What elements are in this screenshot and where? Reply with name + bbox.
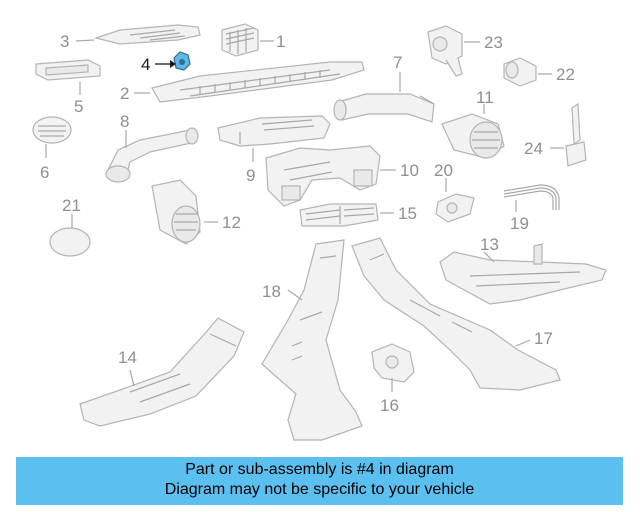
callout-11: 11 — [476, 88, 494, 107]
callout-4: 4 — [141, 55, 150, 74]
callout-23: 23 — [484, 33, 503, 52]
callout-20: 20 — [434, 161, 453, 180]
part-24-temp-sensor: 24 — [524, 102, 587, 167]
part-1-grille: 1 — [221, 23, 285, 57]
part-16-bracket: 16 — [371, 343, 415, 415]
callout-8: 8 — [120, 112, 129, 131]
part-8-curved-duct: 8 — [105, 112, 199, 183]
part-19-hose: 19 — [503, 184, 560, 233]
callout-15: 15 — [398, 204, 417, 223]
part-12-round-outlet: 12 — [151, 179, 241, 245]
callout-7: 7 — [393, 53, 402, 72]
part-11-round-duct: 11 — [441, 88, 505, 159]
part-7-duct-tube: 7 — [333, 53, 435, 123]
part-13-rear-duct: 13 — [439, 235, 607, 305]
callout-22: 22 — [556, 65, 575, 84]
callout-21: 21 — [62, 196, 81, 215]
callout-17: 17 — [534, 329, 553, 348]
part-3-vent-bar: 3 — [60, 24, 201, 51]
callout-14: 14 — [118, 348, 137, 367]
callout-13: 13 — [480, 235, 499, 254]
callout-3: 3 — [60, 32, 69, 51]
part-15-twin-vent: 15 — [299, 203, 417, 227]
callout-2: 2 — [120, 84, 129, 103]
part-10-distribution-duct: 10 — [265, 145, 419, 207]
callout-18: 18 — [262, 282, 281, 301]
part-23-actuator: 23 — [427, 25, 503, 77]
part-18-floor-duct: 18 — [261, 239, 363, 441]
callout-19: 19 — [510, 214, 529, 233]
info-banner: Part or sub-assembly is #4 in diagram Di… — [16, 457, 623, 505]
part-20-bracket: 20 — [434, 161, 475, 223]
part-2-dash-vent-strip: 2 — [120, 61, 365, 103]
part-9-center-duct: 9 — [217, 115, 331, 185]
callout-1: 1 — [276, 32, 285, 51]
banner-line-1: Part or sub-assembly is #4 in diagram — [185, 461, 454, 478]
part-4-highlighted-clip: 4 — [141, 51, 191, 74]
callout-12: 12 — [222, 213, 241, 232]
part-22-sensor: 22 — [503, 57, 575, 87]
callout-24: 24 — [524, 139, 543, 158]
banner-line-2: Diagram may not be specific to your vehi… — [164, 481, 475, 498]
part-5-small-vent: 5 — [35, 59, 101, 116]
part-14-left-floor-duct: 14 — [79, 317, 245, 427]
callout-10: 10 — [400, 161, 419, 180]
part-21-cap: 21 — [49, 196, 91, 257]
callout-9: 9 — [246, 166, 255, 185]
part-6-round-vent: 6 — [32, 116, 72, 182]
callout-6: 6 — [40, 163, 49, 182]
part-17-rear-floor-duct: 17 — [351, 237, 561, 391]
callout-16: 16 — [380, 396, 399, 415]
callout-5: 5 — [74, 97, 83, 116]
